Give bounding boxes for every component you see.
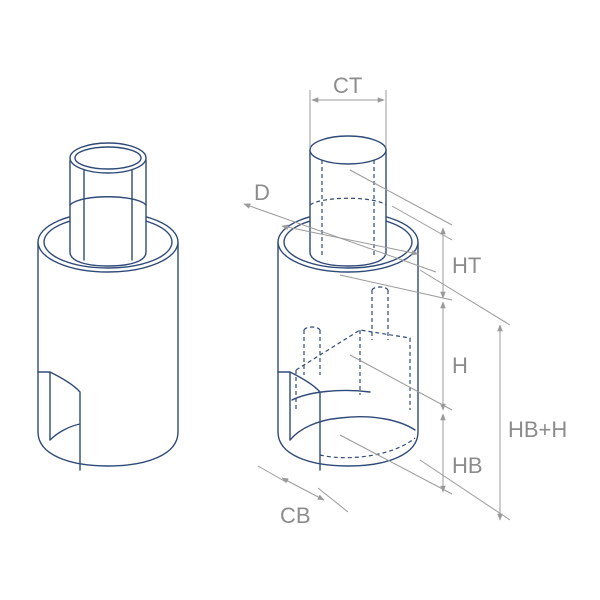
left-bottom-slot [37,371,81,471]
dimensions: CT D HT H HB HB+H CB [243,73,567,528]
left-cylinder-body [37,241,179,467]
hb-label: HB [452,453,483,478]
h-label: H [452,353,468,378]
left-hex-neck [69,159,147,267]
right-hidden-pin-rear [371,286,389,340]
cb-dimension-line [281,477,325,501]
left-cylinder-view [37,142,179,471]
left-hex-top [69,142,147,174]
right-hidden-pin-front [303,326,321,375]
ct-label: CT [333,73,362,98]
right-cylinder-body [277,241,419,467]
cb-label: CB [280,503,311,528]
ht-label: HT [452,253,481,278]
right-hidden-slot [295,329,411,410]
hb-plus-h-label: HB+H [508,417,567,442]
d-label: D [254,180,270,205]
right-cylinder-view [277,135,419,471]
